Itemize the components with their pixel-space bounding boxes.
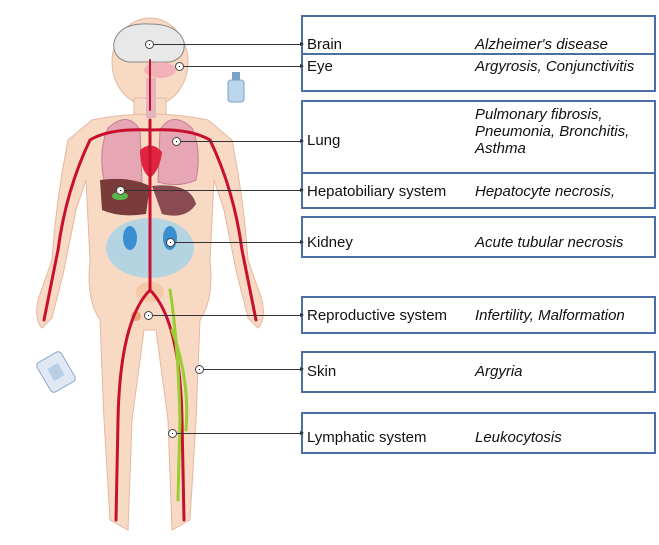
organ-label-kidney: Kidney (307, 234, 353, 251)
lymphatic-box: Lymphatic system Leukocytosis (301, 412, 656, 454)
disease-label-kidney: Acute tubular necrosis (475, 234, 650, 251)
disease-label-brain: Alzheimer's disease (475, 36, 650, 53)
lung-box: Lung Pulmonary fibrosis, Pneumonia, Bron… (301, 100, 656, 174)
marker-lung (172, 137, 181, 146)
connector-kidney (175, 242, 301, 243)
marker-hepatobiliary (116, 186, 125, 195)
disease-label-lymphatic: Leukocytosis (475, 429, 650, 446)
kidney-box: Kidney Acute tubular necrosis (301, 216, 656, 258)
eye-region (144, 62, 176, 78)
organ-label-lymphatic: Lymphatic system (307, 429, 426, 446)
kidney-left-shape (123, 226, 137, 250)
spray-bottle-icon (228, 72, 244, 102)
marker-brain (145, 40, 154, 49)
connector-eye (184, 66, 301, 67)
connector-brain (154, 44, 301, 45)
marker-lymphatic (168, 429, 177, 438)
skin-box: Skin Argyria (301, 351, 656, 393)
disease-label-reproductive: Infertility, Malformation (475, 307, 650, 324)
connector-lung (181, 141, 301, 142)
disease-label-eye: Argyrosis, Conjunctivitis (475, 58, 650, 75)
hepatobiliary-box: Hepatobiliary system Hepatocyte necrosis… (301, 172, 656, 209)
organ-label-skin: Skin (307, 363, 336, 380)
marker-eye (175, 62, 184, 71)
marker-reproductive (144, 311, 153, 320)
disease-label-skin: Argyria (475, 363, 650, 380)
organ-label-lung: Lung (307, 132, 340, 149)
organ-label-hepatobiliary: Hepatobiliary system (307, 183, 446, 200)
connector-reproductive (153, 315, 301, 316)
connector-hepatobiliary (125, 190, 301, 191)
organ-label-reproductive: Reproductive system (307, 307, 447, 324)
marker-skin (195, 365, 204, 374)
disease-label-hepatobiliary: Hepatocyte necrosis, (475, 183, 650, 200)
eye-box: Eye Argyrosis, Conjunctivitis (301, 53, 656, 92)
connector-lymphatic (177, 433, 301, 434)
bandage-icon (35, 350, 76, 393)
organ-label-brain: Brain (307, 36, 342, 53)
organ-label-eye: Eye (307, 58, 333, 75)
artery-lines (44, 60, 256, 520)
connector-skin (204, 369, 301, 370)
human-body-illustration (0, 0, 300, 545)
reproductive-box: Reproductive system Infertility, Malform… (301, 296, 656, 334)
disease-label-lung: Pulmonary fibrosis, Pneumonia, Bronchiti… (475, 106, 650, 157)
marker-kidney (166, 238, 175, 247)
